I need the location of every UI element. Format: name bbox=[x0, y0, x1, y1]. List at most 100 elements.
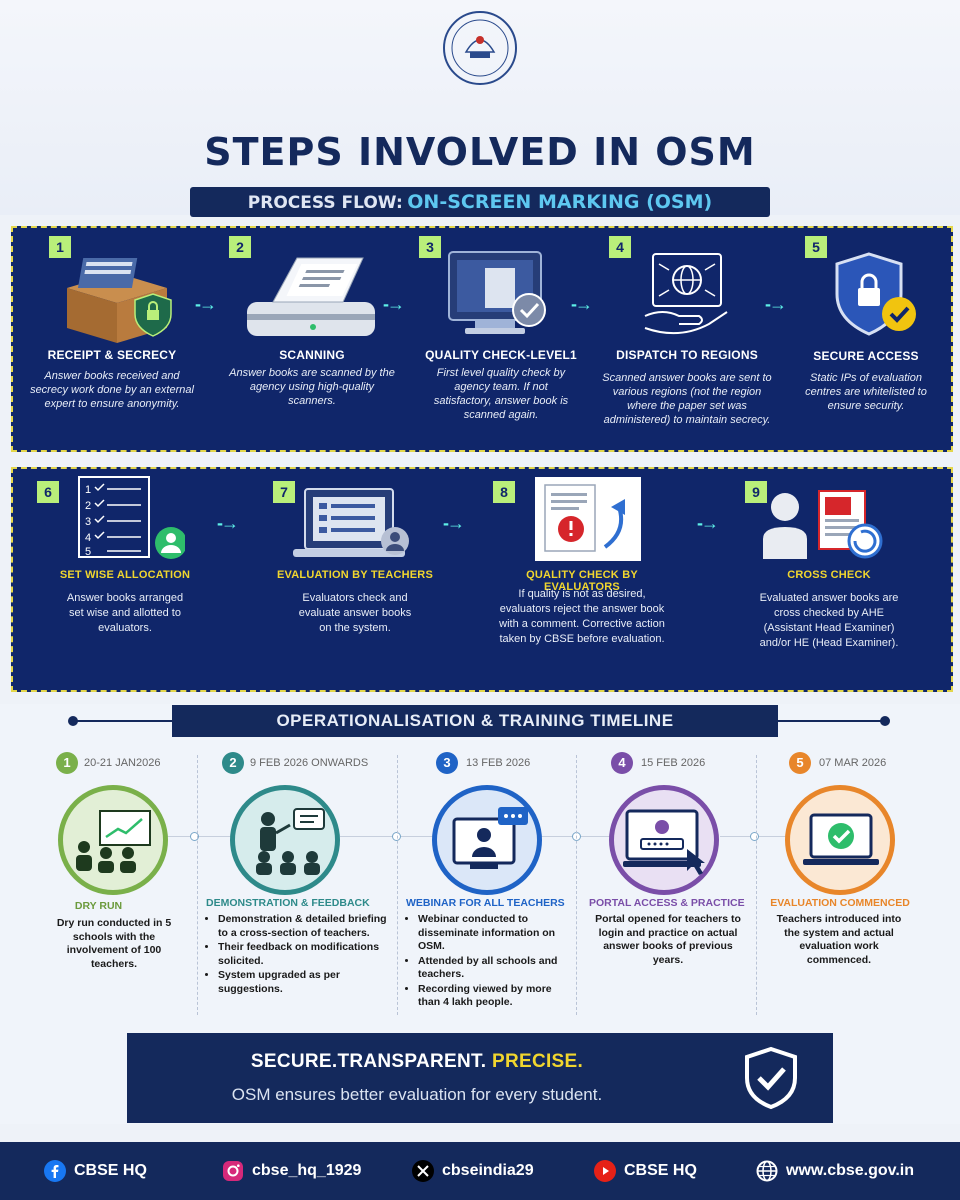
monitor-check-icon bbox=[448, 251, 546, 334]
timeline-point: Webinar conducted to disseminate informa… bbox=[418, 913, 574, 954]
youtube-icon bbox=[594, 1160, 616, 1182]
shield-lock-icon bbox=[835, 252, 916, 336]
timeline-text: Teachers introduced into the system and … bbox=[776, 913, 902, 966]
svg-text:1: 1 bbox=[85, 484, 91, 496]
timeline-number: 2 bbox=[222, 752, 244, 774]
evaluation-laptop-icon bbox=[803, 813, 879, 865]
shield-check-icon bbox=[745, 1046, 797, 1110]
facebook-link[interactable]: CBSE HQ bbox=[44, 1159, 147, 1183]
timeline-date: 07 MAR 2026 bbox=[819, 757, 887, 769]
banner-headline: SECURE.TRANSPARENT. PRECISE. bbox=[127, 1051, 707, 1073]
timeline-label: DRY RUN bbox=[74, 900, 123, 912]
step-3: 3 QUALITY CHECK-LEVEL1 First level quali… bbox=[411, 228, 591, 448]
timeline-item-4: 4 15 FEB 2026 PORTAL ACCESS & PRACTICE P… bbox=[577, 745, 756, 1025]
step-desc: Evaluators check and evaluate answer boo… bbox=[298, 592, 412, 634]
timeline-item-3: 3 13 FEB 2026 WEBINAR FOR ALL TEACHERS W… bbox=[398, 745, 576, 1025]
timeline-divider bbox=[397, 755, 398, 1015]
webinar-icon bbox=[452, 807, 528, 869]
step-8: 8 QUALITY CHECK BY EVALUATORS If quality… bbox=[487, 469, 677, 689]
timeline-item-1: 1 20-21 JAN2026 DRY RUN Dry run conducte… bbox=[0, 745, 197, 1025]
timeline-connector-dot bbox=[392, 832, 401, 841]
step-number: 9 bbox=[745, 481, 767, 503]
x-icon bbox=[412, 1160, 434, 1182]
timeline-rule-dot bbox=[68, 716, 78, 726]
step-title: SCANNING bbox=[279, 348, 345, 362]
timeline-text: Portal opened for teachers to login and … bbox=[595, 913, 741, 966]
step-number: 8 bbox=[493, 481, 515, 503]
timeline-rule-dot bbox=[880, 716, 890, 726]
process-flow-label: PROCESS FLOW: bbox=[247, 193, 403, 213]
step-title: SET WISE ALLOCATION bbox=[59, 569, 191, 581]
timeline-text: Dry run conducted in 5 schools with the … bbox=[56, 917, 172, 970]
youtube-handle: CBSE HQ bbox=[624, 1162, 697, 1179]
step-title: EVALUATION BY TEACHERS bbox=[277, 569, 433, 581]
step-5: 5 SECURE ACCESS Static IPs of evaluation… bbox=[791, 228, 941, 448]
timeline-point: Their feedback on modifications solicite… bbox=[218, 941, 390, 968]
timeline-connector bbox=[160, 836, 240, 837]
svg-text:4: 4 bbox=[85, 532, 91, 544]
step-title: QUALITY CHECK-LEVEL1 bbox=[425, 348, 577, 362]
footer: CBSE HQ cbse_hq_1929 cbseindia29 CBSE HQ… bbox=[0, 1142, 960, 1200]
instagram-link[interactable]: cbse_hq_1929 bbox=[222, 1159, 361, 1183]
banner-tagline: OSM ensures better evaluation for every … bbox=[231, 1085, 603, 1104]
facebook-handle: CBSE HQ bbox=[74, 1162, 147, 1179]
step-desc: Static IPs of evaluation centres are whi… bbox=[805, 372, 927, 412]
youtube-link[interactable]: CBSE HQ bbox=[594, 1159, 697, 1183]
step-number: 5 bbox=[805, 236, 827, 258]
step-7: 7 EVALUATION BY TEACHERS Evaluators chec… bbox=[265, 469, 445, 689]
step-6: 6 1 2 3 4 5 SET WISE ALLOCATION Answer b… bbox=[35, 469, 215, 689]
timeline-points: Webinar conducted to disseminate informa… bbox=[404, 913, 574, 1011]
checklist-user-icon: 1 2 3 4 5 bbox=[78, 476, 185, 559]
svg-text:5: 5 bbox=[85, 546, 91, 558]
timeline-point: Demonstration & detailed briefing to a c… bbox=[218, 913, 390, 940]
bottom-banner: SECURE.TRANSPARENT. PRECISE. OSM ensures… bbox=[127, 1033, 833, 1123]
timeline-divider bbox=[756, 755, 757, 1015]
timeline-label: DEMONSTRATION & FEEDBACK bbox=[206, 897, 370, 909]
timeline-label: EVALUATION COMMENCED bbox=[770, 897, 910, 909]
laptop-list-icon bbox=[293, 488, 409, 557]
timeline-label: WEBINAR FOR ALL TEACHERS bbox=[406, 897, 565, 909]
flow-arrow: -→ bbox=[195, 294, 217, 314]
process-flow-name: ON-SCREEN MARKING (OSM) bbox=[407, 191, 713, 213]
timeline-rule-right bbox=[778, 720, 886, 722]
flow-arrow: -→ bbox=[443, 513, 465, 533]
step-title: QUALITY CHECK BY EVALUATORS bbox=[526, 569, 638, 593]
step-desc: First level quality check by agency team… bbox=[433, 367, 569, 421]
x-link[interactable]: cbseindia29 bbox=[412, 1159, 534, 1183]
portal-login-icon bbox=[623, 809, 705, 875]
globe-hand-icon bbox=[644, 253, 728, 335]
header-background bbox=[0, 0, 960, 215]
timeline-point: System upgraded as per suggestions. bbox=[218, 969, 390, 996]
instagram-handle: cbse_hq_1929 bbox=[252, 1162, 362, 1179]
timeline-divider bbox=[576, 755, 577, 1015]
presentation-icon bbox=[76, 810, 151, 873]
timeline-rule-left bbox=[74, 720, 172, 722]
step-number: 3 bbox=[419, 236, 441, 258]
banner-headline-a: SECURE.TRANSPARENT. bbox=[250, 1051, 487, 1072]
step-title: RECEIPT & SECRECY bbox=[47, 348, 177, 362]
step-4: 4 DISPATCH TO REGIONS Scanned answer boo… bbox=[597, 228, 777, 448]
page-title: STEPS INVOLVED IN OSM bbox=[204, 130, 756, 174]
instagram-icon bbox=[223, 1161, 243, 1181]
timeline-point: Recording viewed by more than 4 lakh peo… bbox=[418, 983, 574, 1010]
step-2: 2 SCANNING Answer books are scanned by t… bbox=[227, 228, 397, 448]
timeline-connector-dot bbox=[750, 832, 759, 841]
teacher-feedback-icon bbox=[256, 808, 325, 875]
timeline-number: 5 bbox=[789, 752, 811, 774]
timeline-date: 13 FEB 2026 bbox=[466, 757, 531, 769]
flow-arrow: -→ bbox=[765, 294, 787, 314]
svg-text:3: 3 bbox=[85, 516, 91, 528]
step-title: CROSS CHECK bbox=[787, 569, 871, 581]
step-desc: Answer books are scanned by the agency u… bbox=[229, 367, 395, 407]
process-panel-2: 6 1 2 3 4 5 SET WISE ALLOCATION Answer b… bbox=[11, 467, 953, 692]
timeline-point: Attended by all schools and teachers. bbox=[418, 955, 574, 982]
flow-arrow: -→ bbox=[571, 294, 593, 314]
x-handle: cbseindia29 bbox=[442, 1162, 534, 1179]
banner-headline-b: PRECISE. bbox=[491, 1051, 584, 1072]
timeline-connector bbox=[340, 836, 434, 837]
website-link[interactable]: www.cbse.gov.in bbox=[756, 1159, 914, 1183]
step-number: 2 bbox=[229, 236, 251, 258]
document-error-icon bbox=[544, 484, 625, 552]
cbse-logo-icon bbox=[443, 11, 517, 85]
process-panel-1: 1 RECEIPT & SECRECY Answer books receive… bbox=[11, 226, 953, 452]
